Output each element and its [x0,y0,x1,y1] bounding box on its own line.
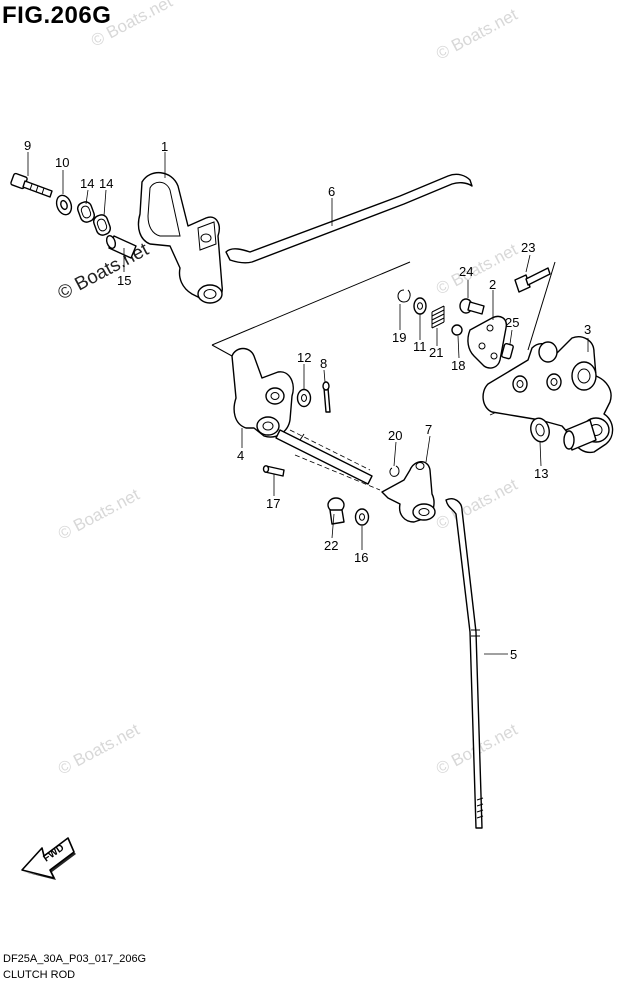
callout-1: 1 [161,139,168,154]
part-4-shift-shaft-bracket [231,347,373,485]
figure-name: CLUTCH ROD [3,969,76,981]
watermark-text: © Boats.net [433,5,521,64]
part-24-screw [459,298,485,315]
callout-20: 20 [388,428,402,443]
part-21-spring [431,305,445,329]
part-3-housing [482,336,614,454]
part-13-washer [530,417,550,443]
callout-21: 21 [429,345,443,360]
callout-23: 23 [521,240,535,255]
callout-5: 5 [510,647,517,662]
callout-18: 18 [451,358,465,373]
callout-13: 13 [534,466,548,481]
part-8-cotter-pin [322,381,331,413]
callout-9: 9 [24,138,31,153]
part-9-bolt [10,172,53,198]
figure-code: DF25A_30A_P03_017_206G [3,953,147,965]
part-14-bushing [92,214,112,236]
callout-4: 4 [237,448,244,463]
callout-16: 16 [354,550,368,565]
callout-3: 3 [584,322,591,337]
part-20-clip [389,465,400,477]
part-12-washer [296,388,312,408]
fwd-arrow-icon: FWD [21,837,76,880]
callout-7: 7 [425,422,432,437]
callouts: 1 2 3 4 5 6 7 8 9 10 11 12 13 14 14 15 1… [24,138,591,662]
part-22-bolt [327,497,345,525]
leader-lines [27,152,589,655]
part-23-bolt [514,267,551,293]
callout-22: 22 [324,538,338,553]
part-19-snap-ring [397,289,411,303]
part-15-collar [105,235,137,259]
callout-19: 19 [392,330,406,345]
callout-10: 10 [55,155,69,170]
part-7-lever [381,461,436,523]
callout-6: 6 [328,184,335,199]
callout-14: 14 [80,176,94,191]
watermark-text: © Boats.net [433,475,521,534]
part-1-clutch-lever [137,172,223,304]
part-17-pin [262,465,285,477]
part-18-ball [451,324,463,336]
watermark-text: © Boats.net [54,239,152,305]
callout-12: 12 [297,350,311,365]
part-25-pin [501,342,514,360]
watermark-text: © Boats.net [88,0,176,51]
callout-8: 8 [320,356,327,371]
watermark-text: © Boats.net [433,240,521,299]
part-14-bushing [76,201,96,223]
callout-11: 11 [413,339,427,354]
callout-24: 24 [459,264,473,279]
part-2-plate [467,315,507,369]
watermark-text: © Boats.net [55,720,143,779]
part-11-washer [413,297,427,315]
callout-17: 17 [266,496,280,511]
callout-25: 25 [505,315,519,330]
callout-2: 2 [489,277,496,292]
part-5-clutch-rod [445,498,484,829]
part-6-clutch-rod [225,173,473,264]
callout-15: 15 [117,273,131,288]
callout-14: 14 [99,176,113,191]
figure-title: FIG.206G [2,2,112,29]
part-16-washer [354,508,370,526]
part-10-washer [55,194,73,216]
watermark-text: © Boats.net [55,485,143,544]
